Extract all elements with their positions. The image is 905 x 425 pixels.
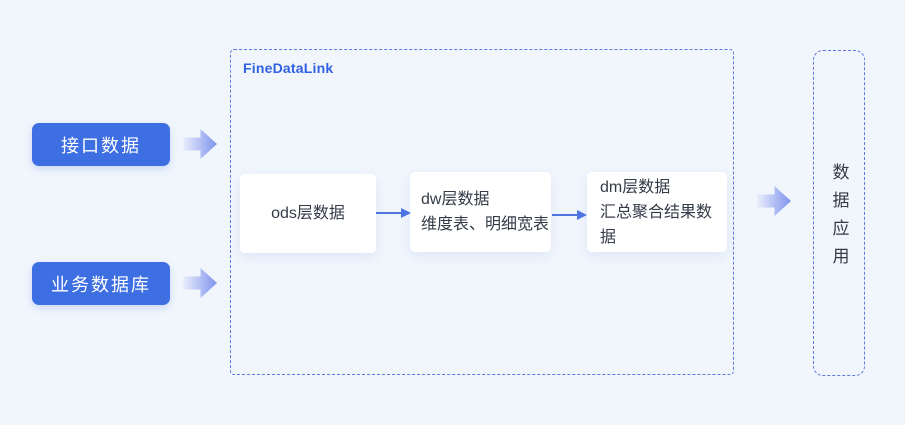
flow-arrow-icon [757,186,791,216]
connector-arrow-icon [376,208,411,218]
flow-arrow-icon [183,129,217,159]
source-node-label: 接口数据 [61,135,141,156]
node-label-line1: dw层数据 [421,191,490,208]
node-dw-layer: dw层数据 维度表、明细宽表 [410,172,551,252]
destination-label: 数据应用 [829,162,849,275]
finedatalink-title: FineDataLink [243,60,334,76]
node-label: ods层数据 [271,205,345,222]
connector-arrow-icon [552,210,587,220]
node-label-line2: 汇总聚合结果数据 [600,203,713,246]
node-label-line2: 维度表、明细宽表 [421,216,550,233]
node-dm-layer: dm层数据 汇总聚合结果数据 [587,172,727,252]
node-label-line1: dm层数据 [600,178,671,196]
destination-data-application-box: 数据应用 [813,50,865,376]
finedatalink-container: FineDataLink [230,49,734,375]
node-ods-layer: ods层数据 [240,174,376,253]
source-node-interface-data: 接口数据 [32,123,170,166]
source-node-business-database: 业务数据库 [32,262,170,305]
source-node-label: 业务数据库 [51,274,151,295]
flow-arrow-icon [183,268,217,298]
